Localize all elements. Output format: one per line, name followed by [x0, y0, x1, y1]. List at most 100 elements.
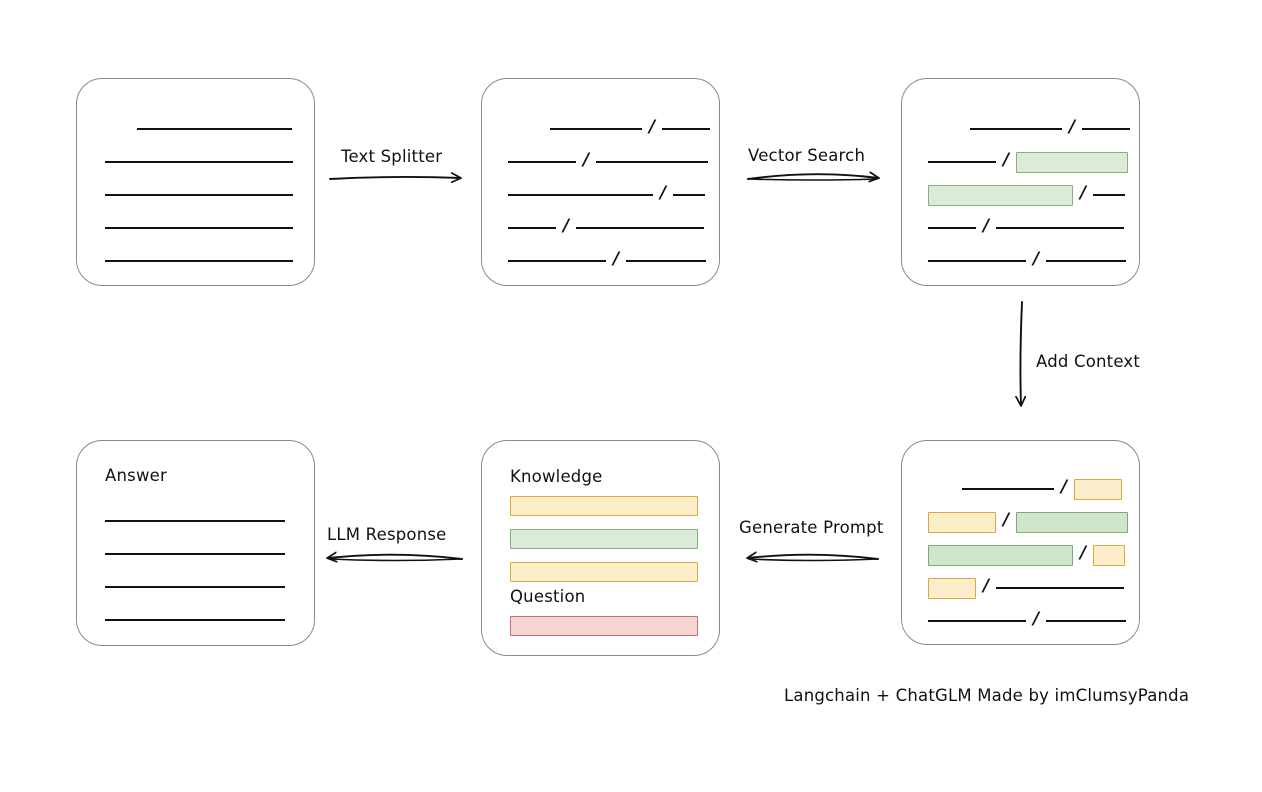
text-line-segment	[673, 194, 706, 196]
document-row: /	[928, 608, 1127, 629]
answer-box[interactable]: Answer	[76, 440, 315, 646]
highlighted-chunk	[928, 577, 976, 599]
text-line-segment	[105, 194, 293, 196]
text-line-segment	[105, 161, 293, 163]
document-row	[137, 121, 292, 137]
text-line-segment	[662, 128, 711, 130]
split-separator: /	[649, 116, 656, 137]
knowledge-heading: Knowledge	[510, 467, 603, 486]
split-separator: /	[983, 575, 990, 596]
split-document-box[interactable]: / / / / /	[481, 78, 720, 286]
document-row: /	[508, 182, 706, 203]
text-line-segment	[105, 260, 293, 262]
text-line-segment	[1046, 620, 1127, 622]
highlighted-chunk	[928, 511, 996, 533]
text-line-segment	[626, 260, 707, 262]
split-separator: /	[1080, 182, 1087, 203]
text-line-segment	[105, 553, 285, 555]
text-line-segment	[508, 161, 576, 163]
text-line-segment	[1046, 260, 1127, 262]
highlighted-chunk	[1093, 544, 1126, 566]
arrow-label-vector-search: Vector Search	[748, 146, 866, 165]
document-row: /	[928, 542, 1126, 566]
arrow-add-context	[1020, 301, 1022, 405]
text-line-segment	[596, 161, 709, 163]
arrow-label-generate-prompt: Generate Prompt	[739, 518, 884, 537]
highlighted-chunk	[928, 544, 1073, 566]
document-row	[105, 612, 285, 628]
arrow-generate-prompt	[748, 555, 879, 561]
arrow-vector-search	[747, 174, 878, 180]
question-bar-1	[510, 616, 698, 636]
split-separator: /	[1033, 608, 1040, 629]
split-separator: /	[1003, 149, 1010, 170]
text-line-segment	[508, 227, 556, 229]
document-row: /	[928, 182, 1126, 206]
split-separator: /	[563, 215, 570, 236]
document-row: /	[928, 509, 1129, 533]
document-row	[105, 220, 293, 236]
retrieved-document-box[interactable]: / / / / /	[901, 78, 1140, 286]
knowledge-bar-3	[510, 562, 698, 582]
document-row: /	[508, 149, 709, 170]
split-separator: /	[1003, 509, 1010, 530]
answer-heading: Answer	[105, 466, 167, 485]
text-line-segment	[1093, 194, 1126, 196]
split-separator: /	[1033, 248, 1040, 269]
arrow-llm-response	[328, 555, 463, 561]
text-line-segment	[928, 161, 996, 163]
arrow-label-llm-response: LLM Response	[327, 525, 447, 544]
arrow-label-text-splitter: Text Splitter	[341, 147, 443, 166]
document-row	[105, 546, 285, 562]
split-separator: /	[1061, 476, 1068, 497]
source-document-box[interactable]	[76, 78, 315, 286]
document-row: /	[928, 215, 1125, 236]
text-line-segment	[137, 128, 292, 130]
document-row: /	[928, 575, 1125, 599]
split-separator: /	[660, 182, 667, 203]
split-separator: /	[1069, 116, 1076, 137]
document-row	[105, 579, 285, 595]
document-row: /	[508, 248, 707, 269]
text-line-segment	[970, 128, 1062, 130]
document-row	[105, 253, 293, 269]
document-row: /	[928, 248, 1127, 269]
credit-text: Langchain + ChatGLM Made by imClumsyPand…	[784, 686, 1190, 705]
arrow-text-splitter	[329, 177, 460, 179]
text-line-segment	[996, 227, 1125, 229]
text-line-segment	[105, 227, 293, 229]
document-row	[105, 513, 285, 529]
document-row: /	[970, 116, 1131, 137]
document-row: /	[508, 215, 705, 236]
text-line-segment	[508, 260, 606, 262]
split-separator: /	[983, 215, 990, 236]
text-line-segment	[1082, 128, 1131, 130]
highlighted-chunk	[1016, 151, 1129, 173]
text-line-segment	[928, 227, 976, 229]
text-line-segment	[508, 194, 653, 196]
highlighted-chunk	[928, 184, 1073, 206]
split-separator: /	[583, 149, 590, 170]
text-line-segment	[105, 520, 285, 522]
text-line-segment	[105, 586, 285, 588]
split-separator: /	[613, 248, 620, 269]
knowledge-bar-1	[510, 496, 698, 516]
question-heading: Question	[510, 587, 586, 606]
document-row: /	[962, 476, 1123, 500]
highlighted-chunk	[1074, 478, 1123, 500]
document-row	[105, 187, 293, 203]
text-line-segment	[105, 619, 285, 621]
document-row: /	[550, 116, 711, 137]
text-line-segment	[928, 260, 1026, 262]
text-line-segment	[550, 128, 642, 130]
document-row	[105, 154, 293, 170]
text-line-segment	[928, 620, 1026, 622]
arrow-label-add-context: Add Context	[1036, 352, 1141, 371]
text-line-segment	[576, 227, 705, 229]
document-row: /	[928, 149, 1129, 173]
prompt-box[interactable]: Knowledge Question	[481, 440, 720, 656]
context-document-box[interactable]: / / / / /	[901, 440, 1140, 645]
text-line-segment	[962, 488, 1054, 490]
split-separator: /	[1080, 542, 1087, 563]
